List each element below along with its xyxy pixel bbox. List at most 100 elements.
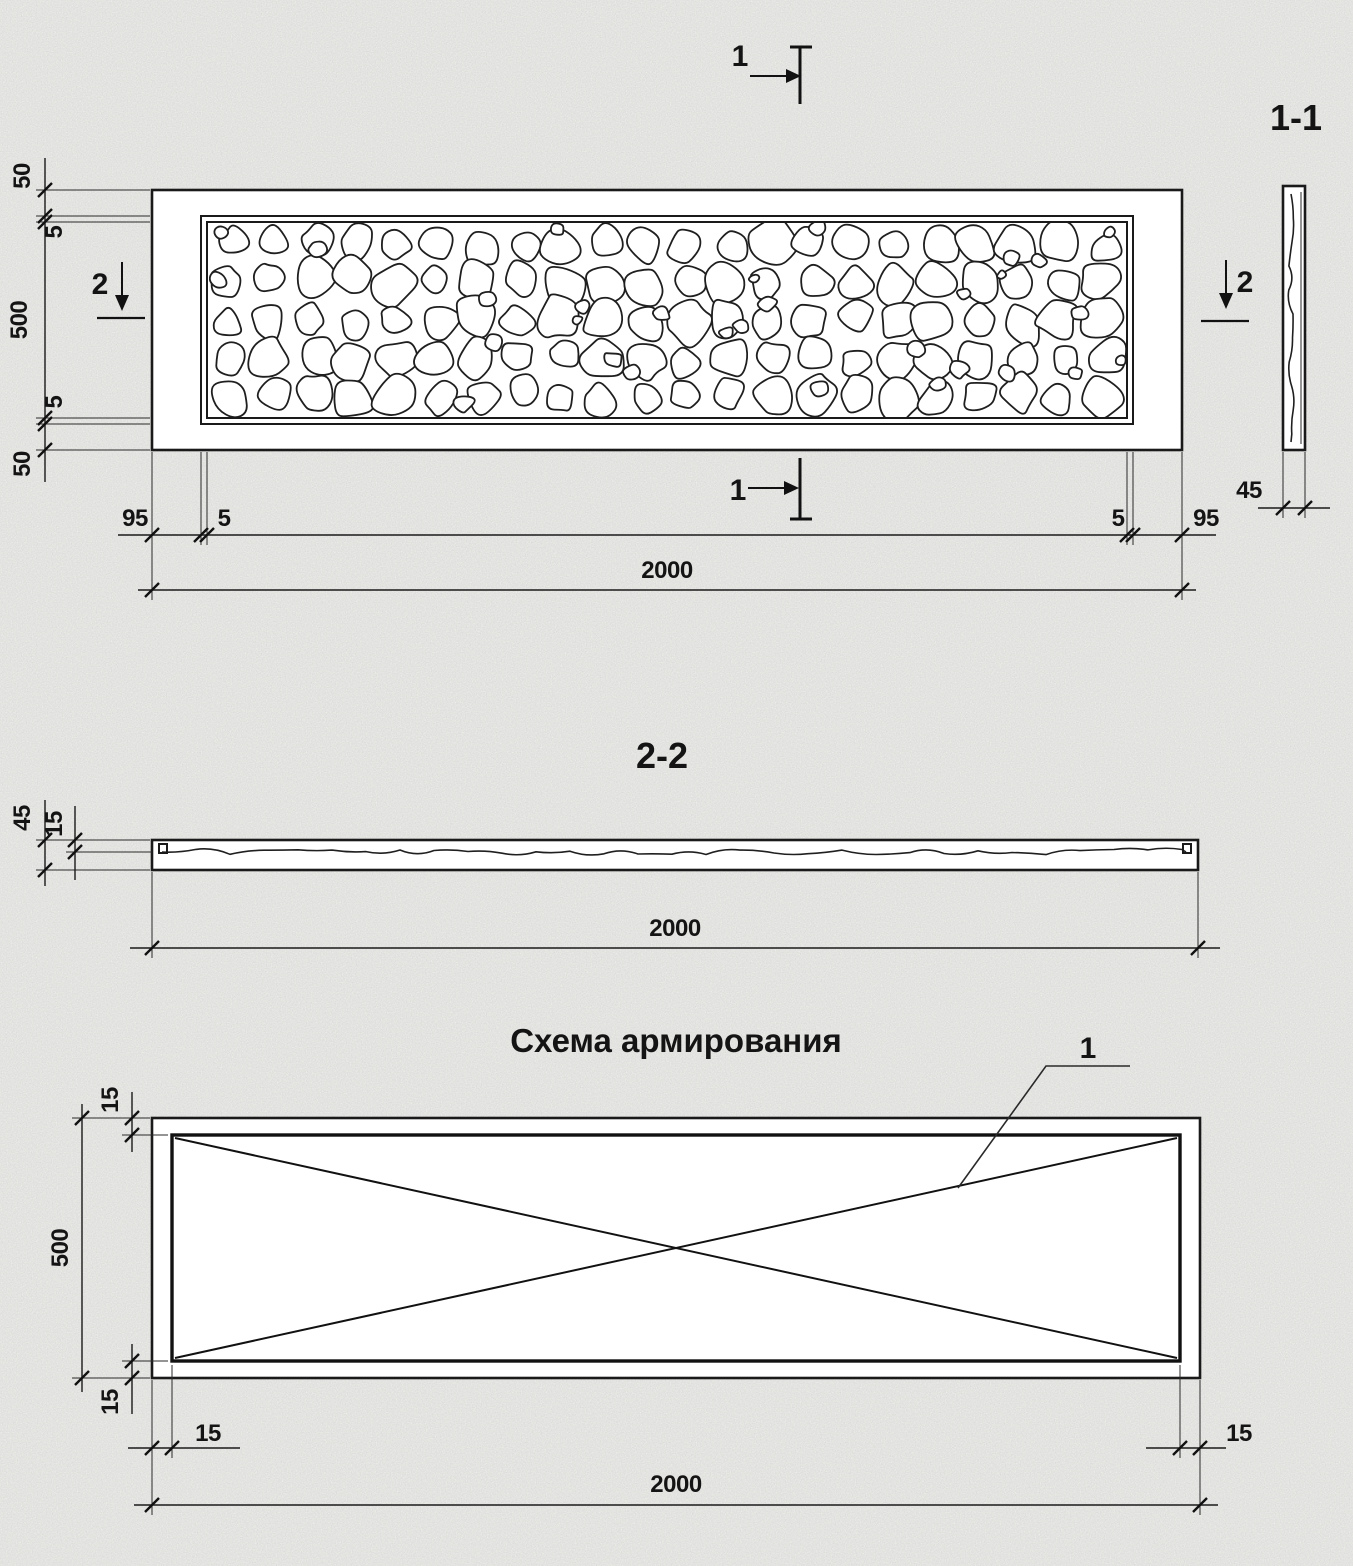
stone-shape — [370, 262, 419, 309]
stone-shape — [626, 226, 660, 266]
stone-shape — [1103, 225, 1116, 239]
stone-shape — [1070, 305, 1090, 321]
dim-label: 2000 — [649, 915, 701, 942]
stone-shape — [213, 225, 230, 240]
dim-label: 5 — [218, 505, 231, 532]
frame-bead-right — [1182, 843, 1192, 854]
stone-shape — [585, 266, 626, 306]
dim-label: 5 — [41, 395, 68, 408]
cut-arrow-icon — [784, 481, 799, 495]
stone-shape — [420, 264, 448, 295]
stone-shape — [713, 377, 745, 411]
stone-shape — [837, 264, 875, 300]
stone-shape — [623, 268, 664, 308]
stone-shape — [424, 379, 459, 417]
stone-shape — [752, 375, 793, 416]
stone-shape — [633, 382, 663, 415]
stone-shape — [841, 349, 873, 378]
leader-label: 1 — [1080, 1032, 1097, 1065]
stone-shape — [790, 303, 827, 339]
section-2-2: 2-2 45 15 2000 — [9, 735, 1220, 958]
stone-shape — [704, 260, 746, 306]
stone-shape — [1114, 354, 1126, 367]
stone-shape — [1034, 299, 1078, 341]
stone-shape — [574, 299, 591, 315]
stone-shape — [997, 363, 1016, 383]
stone-shape — [1080, 262, 1122, 301]
extension-lines — [151, 452, 1183, 600]
stone-shape — [1081, 375, 1125, 417]
section-1-1: 1-1 45 — [1236, 97, 1330, 518]
section-strip-outline — [1281, 184, 1307, 452]
reinforcement-frame — [170, 1133, 1182, 1363]
dim-label: 15 — [195, 1420, 221, 1447]
section-cut-mark-2-right: 2 — [1201, 260, 1254, 323]
dim-label: 95 — [122, 505, 148, 532]
stone-shape — [809, 380, 830, 398]
dim-label: 95 — [1193, 505, 1219, 532]
stone-shape — [210, 380, 248, 417]
dim-label: 15 — [97, 1389, 124, 1415]
dim-label: 15 — [1226, 1420, 1252, 1447]
dim-label: 500 — [6, 301, 33, 340]
stone-shape — [464, 230, 500, 267]
stone-shape — [295, 374, 334, 412]
extension-lines — [36, 189, 150, 451]
stone-shape — [504, 259, 537, 298]
stone-shape — [831, 223, 870, 261]
extension-lines — [151, 872, 1199, 958]
section-title: 1-1 — [1270, 97, 1322, 138]
stone-shape — [909, 301, 954, 342]
stone-shape — [998, 263, 1034, 300]
stone-shape — [546, 384, 574, 412]
stone-shape — [756, 295, 778, 313]
stone-shape — [878, 376, 920, 417]
stone-shape — [881, 301, 920, 339]
stone-shape — [747, 223, 799, 266]
stone-shape — [215, 341, 246, 377]
panel-frame-outer-line — [200, 215, 1134, 425]
dim-label: 2000 — [641, 557, 693, 584]
stone-shape — [622, 363, 641, 381]
stone-shape — [878, 230, 910, 259]
stone-shape — [380, 305, 413, 334]
section-mark-label: 1 — [730, 474, 747, 507]
stone-shape — [509, 373, 540, 407]
stone-shape — [716, 230, 749, 263]
section-strip-outline — [150, 838, 1200, 872]
dim-label: 2000 — [650, 1471, 702, 1498]
dim-label: 15 — [41, 811, 68, 837]
cut-arrow-icon — [115, 295, 129, 311]
section-cut-mark-1-bottom: 1 — [730, 458, 812, 521]
stone-shape — [549, 339, 580, 368]
stone-shape — [307, 240, 328, 259]
stone-shape — [1039, 223, 1079, 263]
stone-shape — [800, 263, 836, 297]
stone-shape — [582, 296, 624, 338]
stone-shape — [341, 309, 370, 342]
stone-shape — [417, 226, 454, 260]
main-view-bottom-dimensions: 95 5 2000 5 95 — [118, 452, 1219, 600]
scheme-title: Схема армирования — [510, 1022, 842, 1059]
relief-profile-line — [1287, 193, 1295, 443]
stone-shape — [717, 326, 734, 340]
reinforcement-bottom-dimensions: 15 2000 15 — [128, 1365, 1252, 1515]
stone-shape — [340, 223, 373, 262]
stone-shape — [923, 224, 960, 264]
stone-shape — [928, 376, 947, 392]
stone-shape — [666, 228, 702, 264]
stone-shape — [807, 223, 827, 237]
stone-shape — [837, 298, 874, 333]
stone-shape — [674, 264, 707, 298]
stone-shape — [961, 260, 999, 305]
leader-callout-1: 1 — [957, 1032, 1130, 1189]
stone-shape — [247, 335, 290, 378]
dim-label: 5 — [41, 225, 68, 238]
stone-shape — [381, 228, 413, 261]
stone-shape — [478, 291, 498, 308]
dim-label: 500 — [47, 1229, 74, 1268]
reinforcement-scheme: Схема армирования 1 15 500 15 — [47, 1022, 1252, 1515]
stone-shape — [666, 298, 713, 349]
section-mark-label: 2 — [1237, 266, 1254, 299]
